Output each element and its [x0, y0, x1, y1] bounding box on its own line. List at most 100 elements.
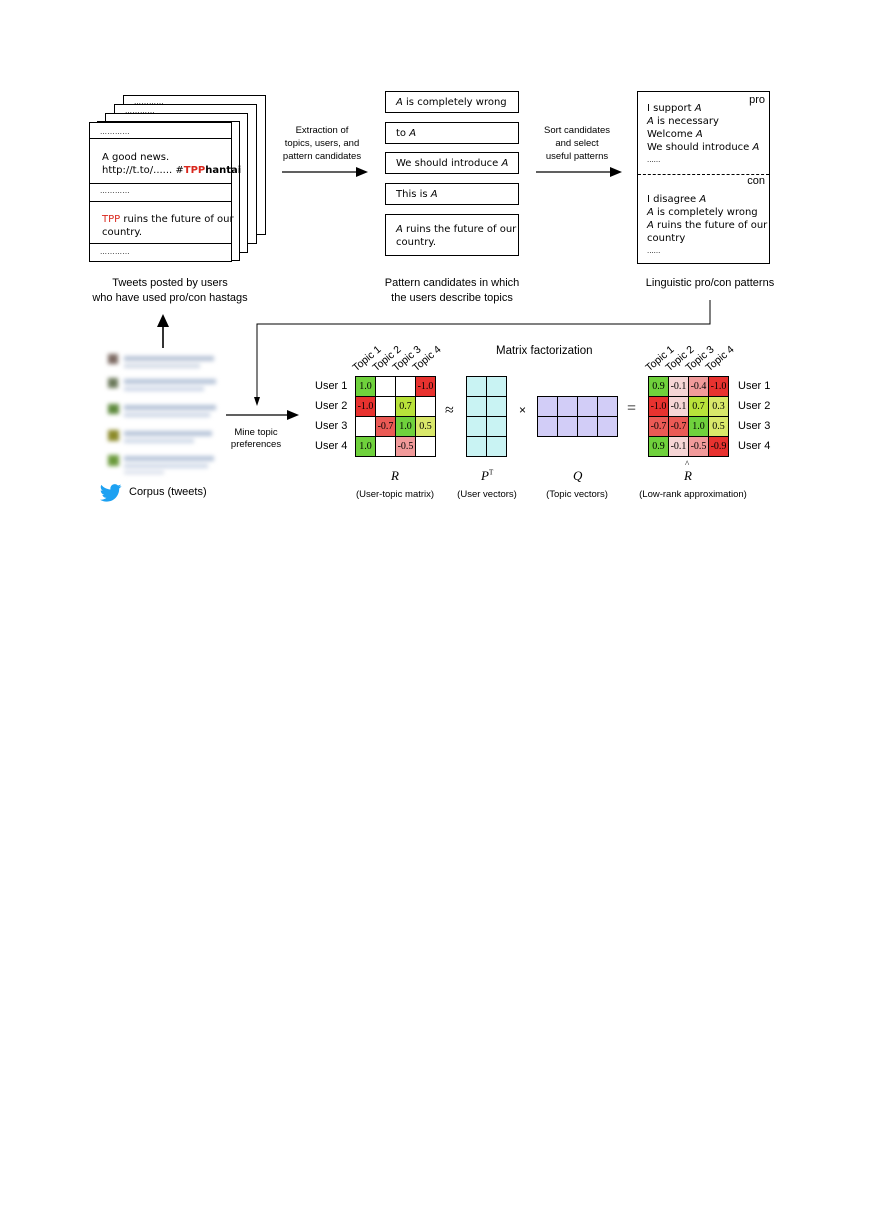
p-transpose-sup: T — [488, 468, 494, 477]
r-matrix-cell — [375, 376, 396, 397]
tweet-dots: ………… — [100, 248, 130, 256]
var-a: A — [396, 224, 403, 235]
pattern-text: ruins the future of our — [653, 220, 768, 231]
arrow2-label-line: Sort candidates — [543, 125, 610, 136]
pro-con-divider — [638, 174, 769, 175]
r-matrix-cell — [415, 436, 436, 457]
tweet-news-line2: http://t.to/...... #TPPhantai — [102, 164, 241, 177]
rhat-matrix-cell: -0.4 — [688, 376, 709, 397]
q-matrix-cell — [557, 396, 578, 417]
pro-item: A is necessary — [647, 115, 759, 128]
corpus-label: Corpus (tweets) — [129, 486, 207, 498]
candidate-text: ruins the future of our — [402, 224, 517, 235]
r-matrix-cell: -1.0 — [415, 376, 436, 397]
p-caption: (User vectors) — [457, 489, 517, 500]
pro-item: We should introduce A — [647, 141, 759, 154]
pattern-text: Welcome — [647, 129, 696, 140]
pro-item: Welcome A — [647, 128, 759, 141]
var-a: A — [501, 157, 509, 169]
rhat-matrix-cell: -1.0 — [708, 376, 729, 397]
tweets-caption: Tweets posted by users who have used pro… — [70, 276, 270, 306]
tweet-dots: ………… — [134, 98, 164, 106]
pattern-text: is completely wrong — [653, 207, 758, 218]
tweet-ruins-line1: TPP ruins the future of our — [102, 213, 234, 226]
arrow2-label: Sort candidates and select useful patter… — [530, 124, 624, 163]
r-matrix-cell: -0.5 — [395, 436, 416, 457]
q-caption: (Topic vectors) — [546, 489, 608, 500]
p-matrix-cell — [466, 396, 487, 417]
arrow1-label: Extraction of topics, users, and pattern… — [276, 124, 368, 163]
user-label: User 4 — [738, 440, 771, 452]
patterns-box: pro I support A A is necessary Welcome A… — [637, 91, 770, 264]
p-matrix-cell — [486, 436, 507, 457]
con-item: country — [647, 233, 686, 244]
patterns-caption: Linguistic pro/con patterns — [645, 277, 775, 289]
times-symbol: × — [519, 403, 527, 417]
rhat-matrix-cell: 0.9 — [648, 376, 669, 397]
q-matrix-cell — [557, 416, 578, 437]
con-list: I disagree A A is completely wrong A rui… — [647, 193, 767, 258]
q-symbol: Q — [573, 468, 583, 483]
candidate-text: We should introduce — [396, 157, 502, 169]
r-matrix-cell: -0.7 — [375, 416, 396, 437]
var-a: A — [430, 188, 438, 200]
r-matrix-cell — [375, 396, 396, 417]
candidate-1: A is completely wrong — [385, 91, 519, 113]
user-label: User 3 — [315, 420, 348, 432]
r-matrix-cell: 0.5 — [415, 416, 436, 437]
rhat-matrix-cell: -0.7 — [668, 416, 689, 437]
candidate-3: We should introduce A — [385, 152, 519, 174]
con-label: con — [747, 175, 765, 187]
r-matrix-cell: -1.0 — [355, 396, 376, 417]
pro-list: I support A A is necessary Welcome A We … — [647, 102, 759, 167]
rhat-matrix-cell: -0.1 — [668, 436, 689, 457]
pattern-text: I support — [647, 103, 695, 114]
var-a: A — [752, 142, 760, 153]
var-a: A — [699, 194, 707, 205]
hashtag-black: hantai — [205, 165, 242, 176]
rhat-symbol: R ^ — [684, 459, 692, 484]
tweet-card-front: ………… A good news. http://t.to/...... #TP… — [89, 122, 241, 262]
q-matrix-cell — [577, 416, 598, 437]
tweet-ruins: TPP ruins the future of our country. — [102, 213, 234, 239]
rhat-matrix-cell: -0.7 — [648, 416, 669, 437]
tweet-ruins-line2: country. — [102, 227, 142, 238]
r-matrix-cell — [355, 416, 376, 437]
var-a: A — [647, 207, 654, 218]
mine-label-line: Mine topic — [234, 427, 278, 438]
rhat-matrix-cell: -0.1 — [668, 376, 689, 397]
rhat-letter: R — [684, 468, 692, 483]
p-matrix-cell — [486, 416, 507, 437]
con-item: A is completely wrong — [647, 206, 767, 219]
con-item: A ruins the future of our — [647, 219, 767, 232]
rhat-matrix-cell: -0.9 — [708, 436, 729, 457]
rhat-matrix-cell: 0.3 — [708, 396, 729, 417]
var-a: A — [647, 220, 654, 231]
r-matrix-cell: 1.0 — [355, 376, 376, 397]
arrow1-label-line: topics, users, and — [284, 138, 360, 149]
r-caption: (User-topic matrix) — [355, 489, 435, 500]
p-symbol: PT — [481, 468, 493, 484]
rhat-matrix-cell: 0.9 — [648, 436, 669, 457]
p-matrix-cell — [466, 376, 487, 397]
rhat-matrix-cell: -1.0 — [648, 396, 669, 417]
arrow1-label-line: pattern candidates — [282, 151, 362, 162]
arrow-sort — [536, 167, 622, 177]
candidates-caption: Pattern candidates in which the users de… — [352, 276, 552, 306]
r-matrix-cell — [395, 376, 416, 397]
rhat-matrix-cell: 0.7 — [688, 396, 709, 417]
q-matrix-cell — [537, 396, 558, 417]
tweets-caption-line2: who have used pro/con hastags — [92, 292, 248, 304]
twitter-bird-icon — [100, 484, 122, 502]
user-label: User 2 — [315, 400, 348, 412]
r-matrix-cell — [375, 436, 396, 457]
p-letter: P — [481, 468, 489, 483]
p-matrix-cell — [486, 396, 507, 417]
r-matrix-cell: 1.0 — [395, 416, 416, 437]
candidate-5: A ruins the future of our country. — [385, 214, 519, 256]
feedback-connector — [157, 300, 711, 420]
approx-symbol: ≈ — [445, 402, 454, 419]
rhat-matrix-cell: 1.0 — [688, 416, 709, 437]
p-matrix-cell — [466, 436, 487, 457]
